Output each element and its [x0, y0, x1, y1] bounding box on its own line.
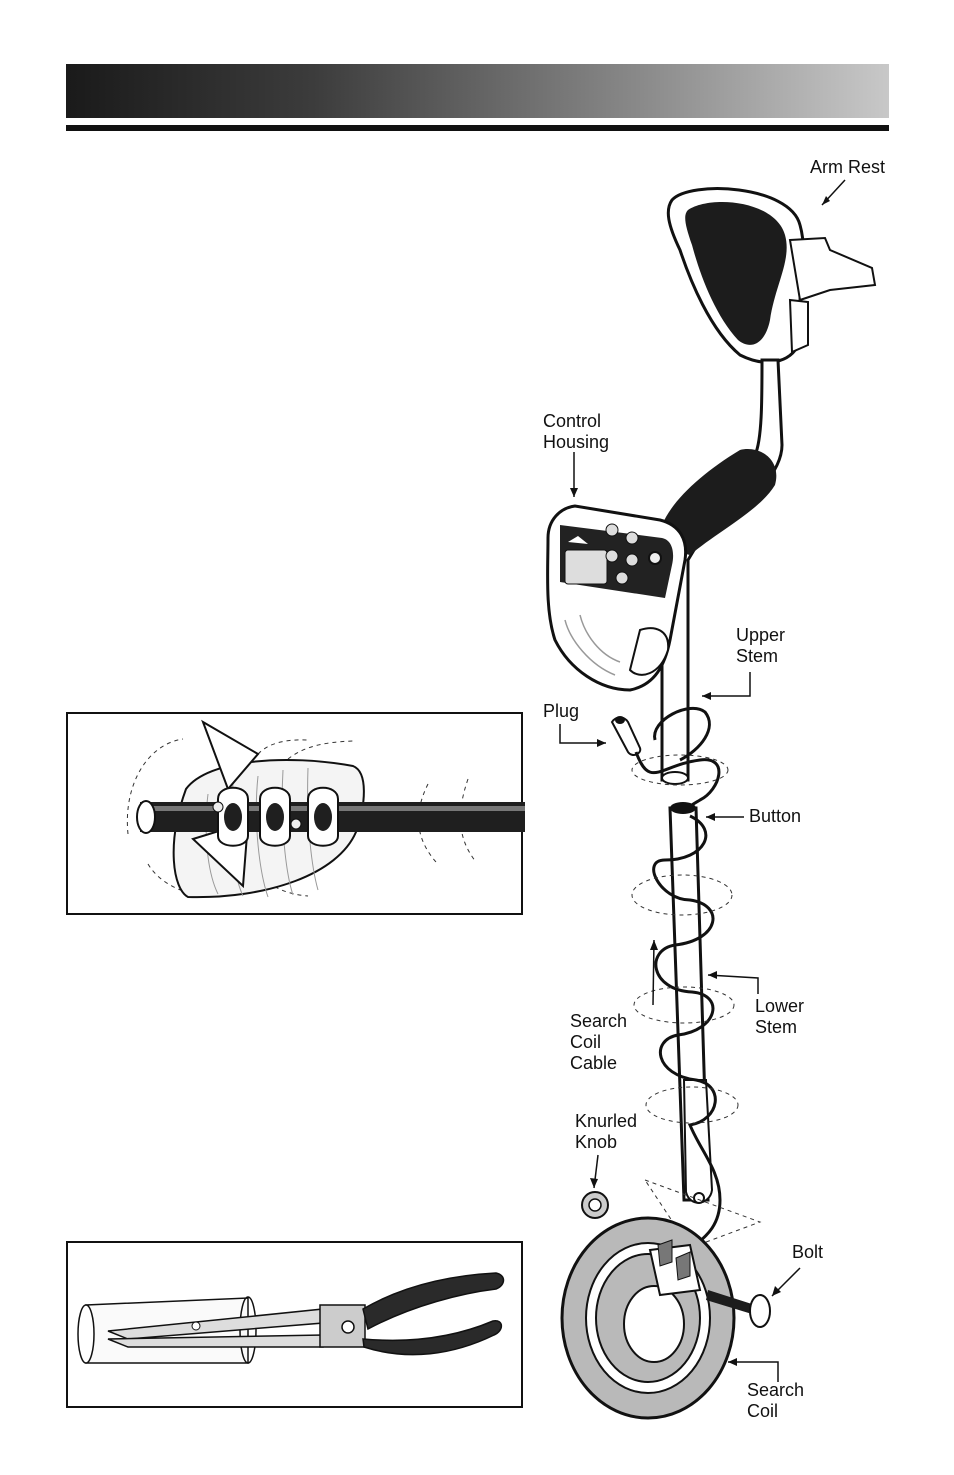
label-plug: Plug: [543, 701, 580, 721]
label-lower-stem: Lower Stem: [755, 996, 805, 1037]
knurled-knob-part: [581, 1191, 609, 1219]
armrest-mounting-illustration: [126, 719, 525, 899]
label-knurled-knob: Knurled Knob: [575, 1111, 638, 1152]
label-search-coil-cable: Search Coil Cable: [570, 1011, 628, 1073]
bolt-part: [706, 1290, 771, 1328]
pliers-illustration: [77, 1272, 505, 1364]
pliers-inset: [66, 1241, 523, 1408]
label-upper-stem: Upper Stem: [736, 625, 786, 666]
plug-part: [610, 716, 642, 756]
header-rule: [66, 125, 889, 131]
label-search-coil: Search Coil: [747, 1380, 805, 1421]
header-bar: [66, 64, 889, 118]
control-housing-part: [546, 504, 688, 692]
armrest-mounting-inset: [66, 712, 525, 915]
callout-arrowheads: [570, 196, 830, 1366]
lower-stem-part: [668, 802, 714, 1204]
label-arm-rest: Arm Rest: [810, 157, 886, 177]
label-control-housing: Control Housing: [543, 411, 610, 452]
label-bolt: Bolt: [792, 1242, 824, 1262]
arm-rest-part: [666, 187, 877, 364]
search-coil-part: [560, 1216, 736, 1420]
label-button: Button: [749, 806, 802, 826]
